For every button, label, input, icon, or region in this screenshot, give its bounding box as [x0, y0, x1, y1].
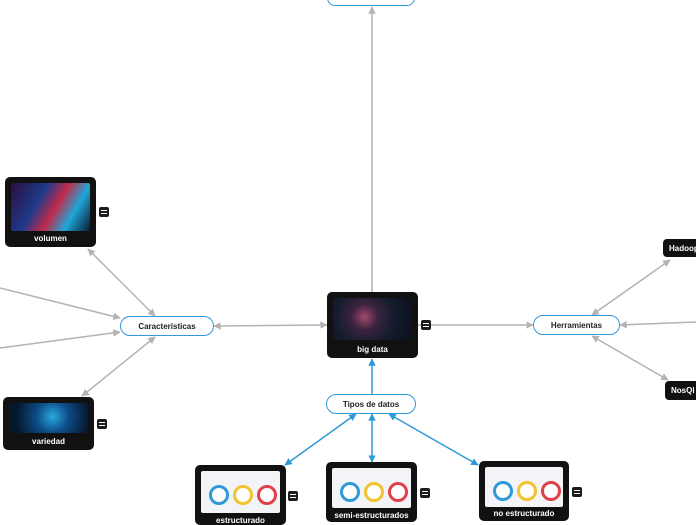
edge-caracteristicas-left-a	[0, 287, 121, 321]
edge-herramientas-right	[619, 320, 696, 329]
variedad-label: variedad	[32, 437, 65, 446]
node-hadoop[interactable]: Hadoop	[663, 239, 696, 257]
semi-estructurados-label: semi-estructurados	[334, 511, 409, 520]
node-no-estructurado[interactable]: no estructurado	[479, 461, 569, 521]
volumen-image	[11, 183, 90, 231]
edge-tipos-no-estructurado	[388, 413, 479, 466]
edge-caracteristicas-volumen	[87, 248, 156, 317]
big-data-image	[333, 298, 412, 340]
volumen-label: volumen	[34, 234, 67, 243]
note-icon[interactable]	[288, 491, 298, 501]
node-semi-estructurados[interactable]: semi-estructurados	[326, 462, 417, 522]
edge-herramientas-hadoop	[591, 259, 671, 316]
no-estructurado-image	[485, 467, 563, 507]
note-icon[interactable]	[572, 487, 582, 497]
estructurado-label: estructurado	[216, 516, 265, 525]
node-volumen[interactable]: volumen	[5, 177, 96, 247]
node-tipos-de-datos[interactable]: Tipos de datos	[326, 394, 416, 414]
note-icon[interactable]	[420, 488, 430, 498]
center-node-label: big data	[357, 345, 388, 354]
note-icon[interactable]	[421, 320, 431, 330]
node-herramientas[interactable]: Herramientas	[533, 315, 620, 335]
node-variedad[interactable]: variedad	[3, 397, 94, 450]
top-node-partial[interactable]	[327, 0, 415, 6]
semi-estructurados-image	[332, 468, 411, 508]
node-nosql[interactable]: NosQl	[665, 381, 696, 400]
edge-tipos-estructurado	[284, 413, 357, 466]
no-estructurado-label: no estructurado	[493, 509, 555, 518]
edge-caracteristicas-left-b	[0, 329, 121, 349]
estructurado-image	[201, 471, 280, 513]
variedad-image	[9, 403, 88, 433]
node-caracteristicas[interactable]: Características	[120, 316, 214, 336]
edge-herramientas-nosql	[591, 335, 669, 381]
note-icon[interactable]	[99, 207, 109, 217]
edge-caracteristicas-variedad	[81, 336, 156, 397]
note-icon[interactable]	[97, 419, 107, 429]
edge-center-caracteristicas	[213, 321, 328, 330]
center-node-big-data[interactable]: big data	[327, 292, 418, 358]
node-estructurado[interactable]: estructurado	[195, 465, 286, 525]
